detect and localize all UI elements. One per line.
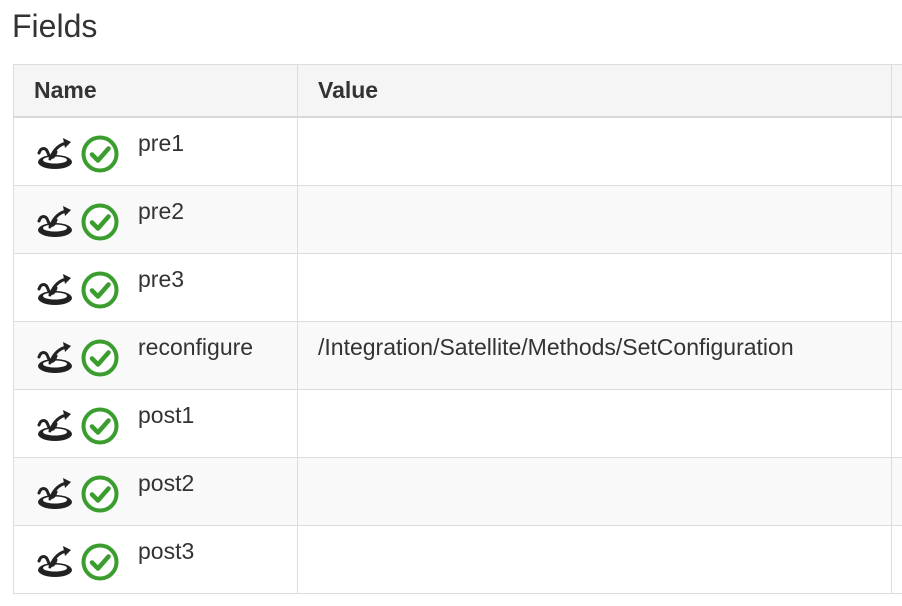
field-name: reconfigure <box>138 333 254 360</box>
field-name: post1 <box>138 401 195 428</box>
extra-cell <box>891 524 902 594</box>
table-header-row: Name Value <box>13 64 902 118</box>
name-cell[interactable]: post2 <box>13 456 298 526</box>
check-circle-icon <box>80 474 120 514</box>
name-cell[interactable]: pre1 <box>13 116 298 186</box>
check-circle-icon <box>80 406 120 446</box>
extra-cell <box>891 456 902 526</box>
page-title: Fields <box>12 8 98 44</box>
table-row[interactable]: reconfigure/Integration/Satellite/Method… <box>13 320 902 390</box>
table-row[interactable]: post2 <box>13 456 902 526</box>
name-cell[interactable]: pre3 <box>13 252 298 322</box>
table-row[interactable]: pre3 <box>13 252 902 322</box>
name-cell[interactable]: post3 <box>13 524 298 594</box>
extra-cell <box>891 320 902 390</box>
value-cell[interactable] <box>297 524 892 594</box>
value-cell[interactable] <box>297 116 892 186</box>
extra-cell <box>891 184 902 254</box>
value-cell[interactable] <box>297 184 892 254</box>
fields-table: Name Value pre1 pre2 pre3 reconfigure/Integ… <box>13 64 902 594</box>
execution-hook-icon <box>36 545 74 579</box>
table-row[interactable]: pre1 <box>13 116 902 186</box>
execution-hook-icon <box>36 205 74 239</box>
execution-hook-icon <box>36 477 74 511</box>
column-header-extra <box>891 64 902 118</box>
check-circle-icon <box>80 542 120 582</box>
field-name: post2 <box>138 469 195 496</box>
extra-cell <box>891 116 902 186</box>
check-circle-icon <box>80 202 120 242</box>
field-name: pre1 <box>138 129 185 156</box>
value-cell[interactable] <box>297 456 892 526</box>
field-name: pre3 <box>138 265 185 292</box>
check-circle-icon <box>80 270 120 310</box>
execution-hook-icon <box>36 137 74 171</box>
table-row[interactable]: post3 <box>13 524 902 594</box>
execution-hook-icon <box>36 409 74 443</box>
value-cell[interactable] <box>297 252 892 322</box>
check-circle-icon <box>80 134 120 174</box>
value-cell[interactable] <box>297 388 892 458</box>
table-row[interactable]: pre2 <box>13 184 902 254</box>
name-cell[interactable]: post1 <box>13 388 298 458</box>
name-cell[interactable]: pre2 <box>13 184 298 254</box>
value-cell[interactable]: /Integration/Satellite/Methods/SetConfig… <box>297 320 892 390</box>
execution-hook-icon <box>36 273 74 307</box>
column-header-name[interactable]: Name <box>13 64 298 118</box>
check-circle-icon <box>80 338 120 378</box>
extra-cell <box>891 388 902 458</box>
name-cell[interactable]: reconfigure <box>13 320 298 390</box>
table-row[interactable]: post1 <box>13 388 902 458</box>
field-name: post3 <box>138 537 195 564</box>
column-header-value[interactable]: Value <box>297 64 892 118</box>
field-name: pre2 <box>138 197 185 224</box>
execution-hook-icon <box>36 341 74 375</box>
extra-cell <box>891 252 902 322</box>
